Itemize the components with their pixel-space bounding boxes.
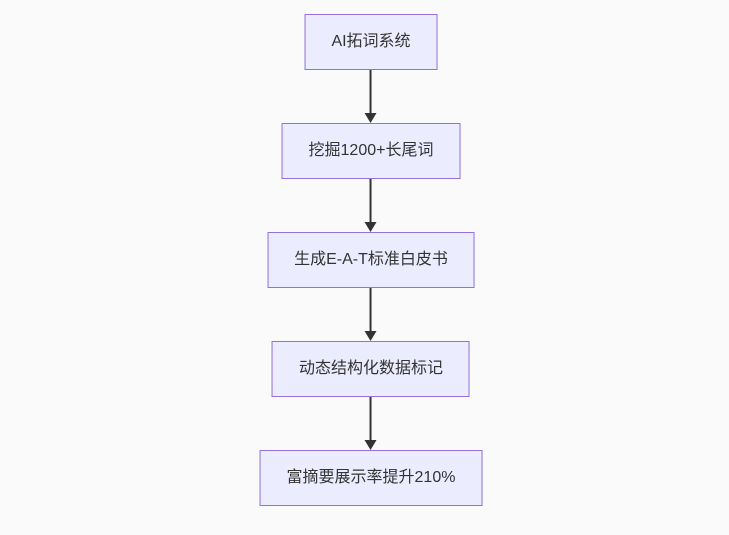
arrow-line — [370, 397, 372, 440]
arrowhead-icon — [365, 113, 377, 123]
arrow-down-icon — [364, 179, 378, 232]
arrowhead-icon — [365, 331, 377, 341]
flow-node-structured-data: 动态结构化数据标记 — [271, 341, 470, 397]
flow-node-rich-snippet-result: 富摘要展示率提升210% — [259, 450, 483, 506]
arrow-down-icon — [364, 397, 378, 450]
arrow-line — [370, 70, 372, 113]
arrow-line — [370, 179, 372, 222]
flowchart: AI拓词系统 挖掘1200+长尾词 生成E-A-T标准白皮书 动态结构化数据标记… — [259, 14, 483, 506]
arrow-down-icon — [364, 288, 378, 341]
flow-node-eat-whitepaper: 生成E-A-T标准白皮书 — [267, 232, 475, 288]
flow-node-ai-keyword-system: AI拓词系统 — [304, 14, 438, 70]
arrow-line — [370, 288, 372, 331]
flow-node-longtail-mining: 挖掘1200+长尾词 — [281, 123, 461, 179]
arrow-down-icon — [364, 70, 378, 123]
arrowhead-icon — [365, 440, 377, 450]
arrowhead-icon — [365, 222, 377, 232]
